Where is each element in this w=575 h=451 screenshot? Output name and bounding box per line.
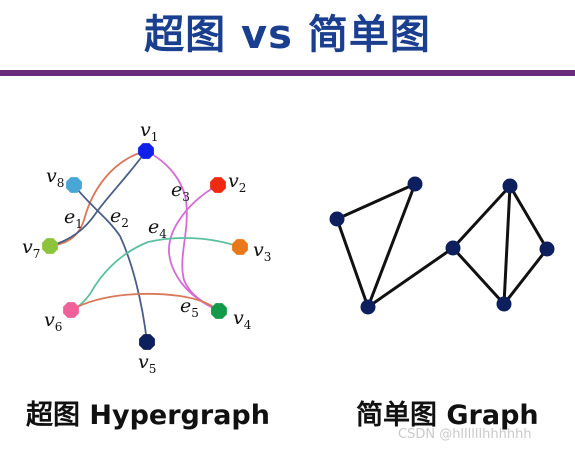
simple-edge-d-f — [451, 246, 506, 306]
hypergraph-vertex-v1 — [138, 143, 154, 159]
hypergraph-vertex-v3 — [232, 239, 248, 255]
simple-edge-f-g — [502, 247, 549, 306]
simple-node-a — [329, 211, 345, 227]
hypergraph-vertex-label-v2: v2 — [228, 170, 246, 195]
watermark: CSDN @hllllllhhhhhh — [398, 427, 532, 442]
hyperedge-label-e1: e1 — [64, 206, 83, 231]
simple-node-g — [539, 241, 555, 257]
hypergraph-vertex-label-v5: v5 — [138, 351, 156, 376]
hypergraph-vertex-label-v4: v4 — [233, 307, 252, 332]
simple-graph-edges — [335, 182, 549, 309]
simple-edge-e-f — [502, 184, 512, 306]
simple-edge-a-c — [335, 217, 370, 309]
hypergraph-vertex-v6 — [63, 302, 79, 318]
simple-edge-c-d — [366, 246, 455, 309]
hypergraph-vertex-label-v7: v7 — [22, 236, 40, 261]
simple-node-f — [496, 296, 512, 312]
hyperedge-e4 — [70, 237, 241, 311]
hypergraph-vertex-v4 — [211, 303, 227, 319]
hyperedge-e2 — [73, 184, 148, 343]
simple-node-c — [360, 299, 376, 315]
simple-graph-nodes — [329, 176, 555, 315]
hypergraph-vertex-v7 — [42, 238, 58, 254]
hypergraph-vertex-label-v3: v3 — [253, 239, 271, 264]
hyperedge-e5 — [70, 292, 220, 312]
page-title: 超图 vs 简单图 — [144, 12, 431, 58]
simple-edge-e-g — [508, 184, 549, 251]
hypergraph-vertex-label-v1: v1 — [140, 119, 158, 144]
hypergraph-vertex-v5 — [139, 334, 155, 350]
simple-edge-d-e — [451, 184, 512, 250]
hypergraph-vertex-v2 — [210, 177, 226, 193]
hypergraph-vertex-label-v6: v6 — [44, 309, 62, 334]
hyperedge-e2-branch — [49, 150, 147, 247]
simple-node-b — [407, 176, 423, 192]
simple-node-e — [502, 178, 518, 194]
hypergraph-vertex-v8 — [66, 177, 82, 193]
hyperedge-e1 — [49, 150, 147, 247]
title-divider — [0, 70, 575, 76]
hypergraph-edges — [49, 150, 241, 343]
simple-graph-caption: 简单图 Graph — [356, 400, 539, 431]
simple-edge-b-c — [366, 182, 417, 309]
hypergraph-vertex-label-v8: v8 — [46, 165, 64, 190]
hyperedge-label-e3: e3 — [171, 179, 190, 204]
hyperedge-e3-branch — [168, 184, 220, 312]
hypergraph-caption: 超图 Hypergraph — [26, 400, 270, 431]
hyperedge-label-e2: e2 — [110, 205, 129, 230]
simple-edge-a-b — [335, 182, 417, 221]
hypergraph-vertices — [42, 143, 248, 350]
hyperedge-label-e4: e4 — [148, 216, 167, 241]
simple-node-d — [445, 240, 461, 256]
